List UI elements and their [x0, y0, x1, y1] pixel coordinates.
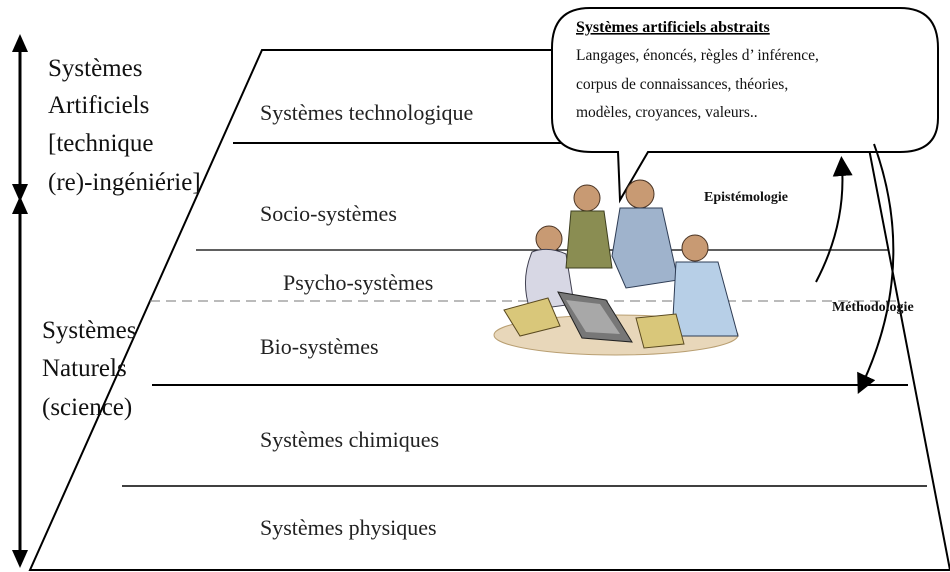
natural-label-3: (science) — [42, 394, 132, 421]
bubble-line-3: modèles, croyances, valeurs.. — [576, 104, 758, 121]
layer-psycho: Psycho-systèmes — [283, 270, 433, 295]
methodologie-label: Méthodologie — [832, 300, 914, 315]
epistemologie-arrow — [815, 156, 853, 283]
bubble-line-1: Langages, énoncés, règles d’ inférence, — [576, 47, 819, 64]
artificial-range-arrow — [12, 34, 28, 202]
artificial-label-2: Artificiels — [48, 92, 149, 119]
epistemologie-label: Epistémologie — [704, 190, 788, 205]
artificial-label-4: (re)-ingéniérie] — [48, 169, 201, 196]
bubble-line-2: corpus de connaissances, théories, — [576, 76, 788, 93]
speech-bubble: Systèmes artificiels abstraits Langages,… — [551, 7, 939, 204]
methodologie-arrow — [857, 143, 895, 395]
artificial-label-1: Systèmes — [48, 55, 142, 82]
natural-range-arrow — [12, 196, 28, 568]
people-illustration — [493, 179, 739, 356]
layer-bio: Bio-systèmes — [260, 334, 379, 359]
layer-chimiques: Systèmes chimiques — [260, 427, 439, 452]
layer-physiques: Systèmes physiques — [260, 515, 437, 540]
layer-socio: Socio-systèmes — [260, 201, 397, 226]
artificial-label-3: [technique — [48, 130, 154, 157]
layer-technologique: Systèmes technologique — [260, 100, 473, 125]
natural-label-1: Systèmes — [42, 317, 136, 344]
bubble-title: Systèmes artificiels abstraits — [576, 19, 770, 36]
natural-label-2: Naturels — [42, 355, 127, 382]
